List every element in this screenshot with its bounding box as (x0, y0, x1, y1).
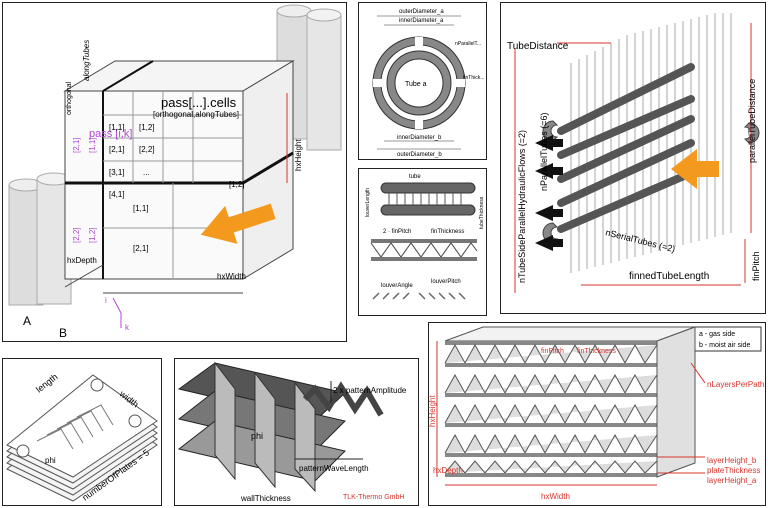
block-front-face (64, 90, 244, 280)
wall-thickness-label: wallThickness (240, 494, 291, 503)
parallel-tube-distance-label: parallelTubeDistance (747, 79, 757, 163)
finned-tube-diagram: TubeDistance parallelTubeDistance nParal… (507, 13, 761, 293)
hx-width-label: hxWidth (217, 272, 246, 281)
panel-plate-fin-layers: a - gas side b - moist air side finPitch… (428, 322, 766, 506)
cells-diagram: alongTubes orthogonal pass[...].cells [o… (8, 4, 342, 340)
louver-fins (388, 193, 462, 205)
layer-stack (444, 341, 658, 477)
cell-label: [1,1] (109, 123, 125, 132)
right-cylinders (276, 4, 342, 151)
wave-diagram: 2 x patternAmplitude phi patternWaveLeng… (177, 361, 407, 503)
length-label: length (34, 372, 59, 395)
fin-thickness-label: finThickness (431, 229, 464, 235)
layer-height-a-label: layerHeight_a (707, 476, 757, 485)
tube-distance-label: TubeDistance (507, 41, 569, 52)
hx-width-label: hxWidth (541, 492, 570, 501)
pass-cells-label: pass[...].cells (161, 95, 237, 110)
louver-diagram: tube louverLength tubeThickness 2 · finP… (365, 174, 485, 300)
pass-ijk-label: pass [i,k] (89, 128, 132, 140)
cell-label: ... (143, 168, 150, 177)
fin-zigzag (370, 242, 478, 258)
inner-diameter-a-label: innerDiameter_a (399, 18, 444, 24)
hx-depth-label: hxDepth (67, 256, 97, 265)
cell-label: [1,2] (139, 123, 155, 132)
tube-thickness-label: tubeThickness (479, 196, 485, 229)
cell-label: [4,1] (109, 190, 125, 199)
finned-tube-length-label: finnedTubeLength (629, 271, 709, 282)
dimension-lines (514, 23, 752, 293)
outer-diameter-a-label: outerDiameter_a (399, 9, 444, 15)
layer-height-b-label: layerHeight_b (707, 456, 757, 465)
panel-wavy-pattern: 2 x patternAmplitude phi patternWaveLeng… (174, 358, 419, 506)
hx-depth-label: hxDepth (433, 466, 463, 475)
block-right-face (242, 60, 294, 280)
cell-label: [1,2] (229, 180, 245, 189)
fin-pitch-label: 2 · finPitch (383, 229, 411, 235)
n-parallel-tubes-label: nParallelTubes (=6) (539, 113, 549, 191)
legend-b: b - moist air side (699, 342, 750, 349)
cell-label: [1,1] (133, 204, 149, 213)
orthogonal-label: orthogonal (66, 81, 73, 115)
panel-finned-tubes: TubeDistance parallelTubeDistance nParal… (500, 2, 766, 314)
logo-text: TLK-Thermo GmbH (343, 494, 404, 501)
louver-pitch-label: louverPitch (431, 279, 461, 285)
fin-thick-label: finThick... (463, 75, 484, 81)
tube-section-diagram: outerDiameter_a innerDiameter_a Tube a n… (372, 9, 484, 158)
fin-pitch-label: finPitch (541, 348, 564, 355)
purple-cell-label: [1,2] (88, 227, 97, 243)
index-i-label: i (105, 296, 107, 305)
tube-label: tube (409, 174, 421, 180)
fin-pitch-label: finPitch (751, 251, 761, 281)
dimension-lines (436, 341, 706, 486)
label-a: A (23, 314, 31, 328)
index-k-label: k (125, 323, 130, 332)
fin-gaps (373, 37, 465, 129)
plate-stack (6, 374, 158, 502)
cell-label: [3,1] (109, 168, 125, 177)
louver-angle-label: louverAngle (381, 283, 413, 289)
panel-louver-fin: tube louverLength tubeThickness 2 · finP… (358, 168, 487, 316)
air-flow-arrow (671, 149, 719, 189)
inflow-arrows (535, 135, 563, 251)
cell-label: [2,2] (139, 145, 155, 154)
plate-thickness-label: plateThickness (707, 466, 760, 475)
cell-grid (103, 91, 243, 279)
n-parallel-label: nParallelT... (455, 41, 481, 47)
fin-thickness-label: finThickness (577, 348, 616, 355)
legend-a: a - gas side (699, 331, 735, 338)
purple-cell-label: [2,1] (72, 137, 81, 153)
inner-diameter-b-label: innerDiameter_b (397, 135, 442, 141)
cell-label: [2,1] (109, 145, 125, 154)
wave-slats (214, 361, 316, 493)
plate-fin-diagram: a - gas side b - moist air side finPitch… (429, 326, 764, 501)
n-layers-label: nLayersPerPath (707, 380, 764, 389)
panel-tube-cross-section: outerDiameter_a innerDiameter_a Tube a n… (358, 2, 487, 160)
hx-height-label: hxHeight (294, 139, 303, 171)
along-tubes-label: alongTubes (82, 40, 91, 81)
wavelength-label: patternWaveLength (299, 464, 369, 473)
hx-height-label: hxHeight (429, 395, 437, 427)
flow-arrow (200, 203, 276, 244)
panel-plate-hx: length width phi numberOfPlates = 5 (2, 358, 162, 506)
louver-length-label: louverLength (365, 188, 371, 217)
purple-cell-label: [2,2] (72, 227, 81, 243)
amplitude-label: 2 x patternAmplitude (333, 386, 407, 395)
panel-heat-exchanger-cells: alongTubes orthogonal pass[...].cells [o… (2, 2, 347, 342)
n-tube-side-label: nTubeSideParallelHydraulicFlows (=2) (517, 130, 527, 283)
louver-slats (372, 292, 466, 300)
tubes (557, 63, 695, 233)
purple-cell-label: [1,1] (88, 137, 97, 153)
phi-label: phi (45, 456, 56, 465)
pass-cells-sub: [orthogonal,alongTubes] (153, 110, 239, 119)
label-b: B (59, 326, 67, 340)
chevron-pattern (36, 404, 114, 450)
outer-diameter-b-label: outerDiameter_b (397, 152, 442, 158)
cell-label: [2,1] (133, 244, 149, 253)
plate-diagram: length width phi numberOfPlates = 5 (6, 372, 158, 503)
n-serial-tubes-label: nSerialTubes (=2) (605, 227, 677, 254)
left-cylinders (8, 172, 72, 306)
phi-label: phi (251, 431, 263, 441)
tube-a-label: Tube a (405, 81, 427, 88)
